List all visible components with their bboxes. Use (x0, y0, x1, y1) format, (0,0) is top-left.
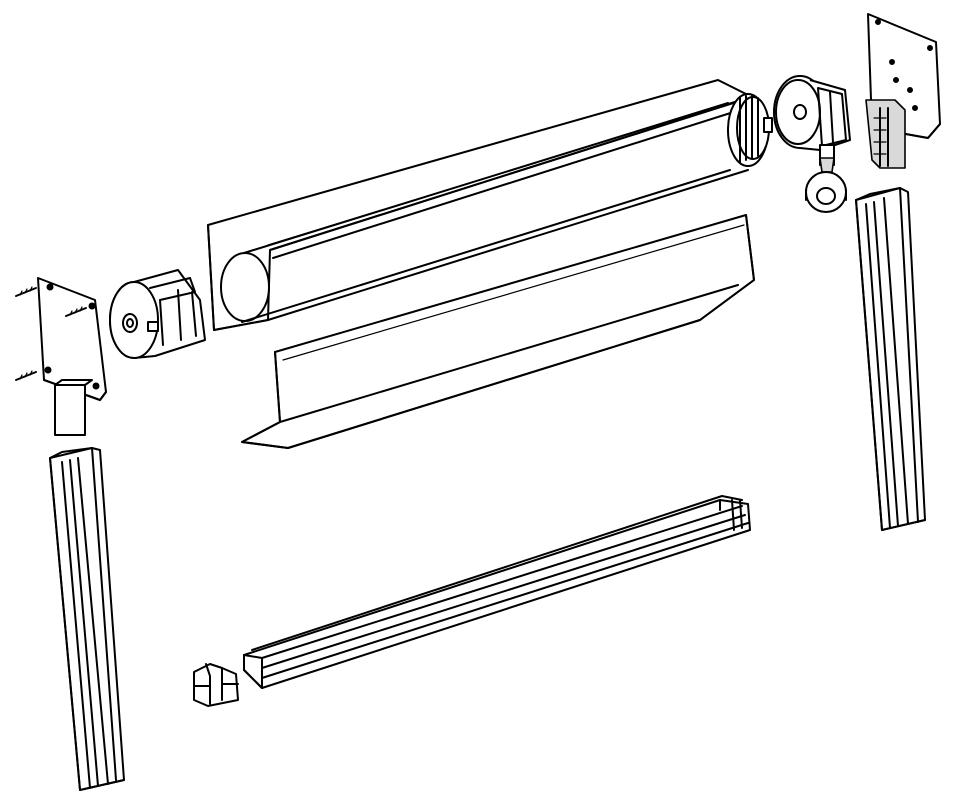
left-end-plate (37, 277, 107, 436)
left-guide-rail (49, 447, 125, 791)
screw-icon (15, 286, 87, 381)
left-drum-cap (109, 269, 206, 359)
drum-end-cap (727, 93, 773, 167)
right-guide-rail (855, 187, 926, 531)
right-end-plate (865, 13, 941, 169)
bottom-slat (243, 495, 751, 689)
drive-bearing-unit (773, 75, 851, 213)
roller-box-housing (207, 79, 753, 331)
end-clip (193, 663, 239, 707)
front-cover-strip (241, 214, 755, 449)
